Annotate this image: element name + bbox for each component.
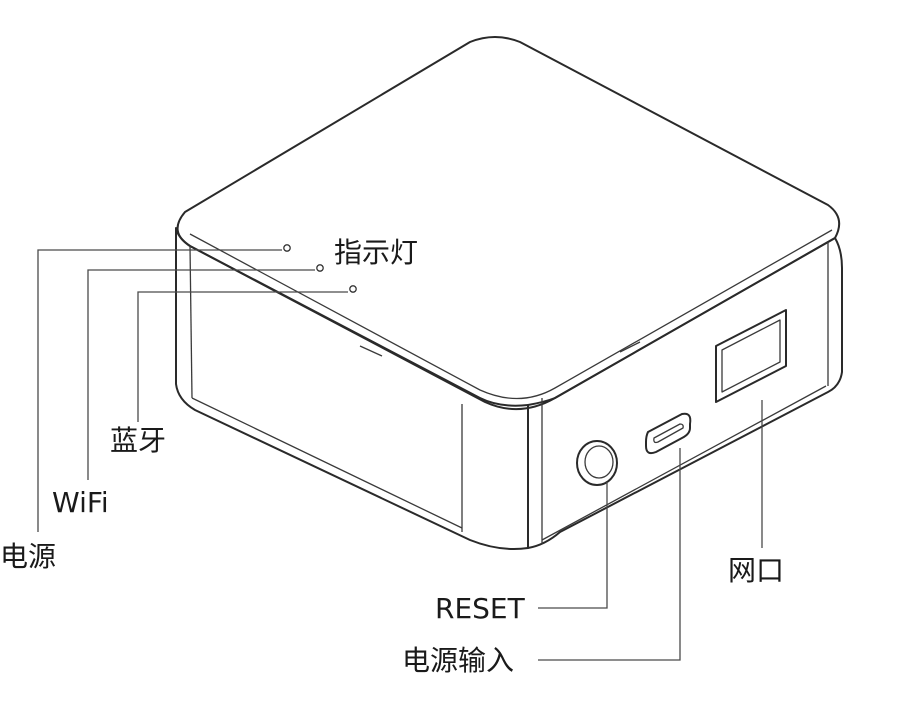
ports xyxy=(576,309,787,486)
reset-button xyxy=(576,440,618,486)
seam-left xyxy=(359,345,383,357)
left-corner-band xyxy=(189,245,193,399)
label-network-port: 网口 xyxy=(728,554,784,587)
device-top-face xyxy=(176,36,841,411)
leader-bluetooth xyxy=(137,291,348,422)
leader-reset xyxy=(538,482,608,609)
device-body xyxy=(175,36,843,550)
device-right-face xyxy=(527,237,843,549)
led-power xyxy=(283,244,291,252)
leader-lines xyxy=(37,249,763,661)
labels: 指示灯 蓝牙 WiFi 电源 网口 RESET 电源输入 xyxy=(0,236,784,677)
leader-wifi xyxy=(87,269,315,480)
label-bluetooth: 蓝牙 xyxy=(110,424,166,457)
leader-power xyxy=(37,249,282,532)
label-reset: RESET xyxy=(435,592,526,625)
power-input-port xyxy=(645,412,692,455)
led-bluetooth xyxy=(349,285,357,293)
label-wifi: WiFi xyxy=(52,486,109,519)
device-top-lip xyxy=(189,229,833,400)
network-port xyxy=(715,309,787,403)
seam-right xyxy=(619,341,641,353)
label-indicator: 指示灯 xyxy=(334,236,418,269)
leader-power-input xyxy=(538,448,681,661)
led-wifi xyxy=(316,264,324,272)
device-bottom-edge xyxy=(191,385,827,541)
label-power: 电源 xyxy=(0,540,56,573)
label-power-input: 电源输入 xyxy=(402,644,514,677)
device-left-face xyxy=(175,227,529,550)
indicator-leds xyxy=(283,244,357,293)
